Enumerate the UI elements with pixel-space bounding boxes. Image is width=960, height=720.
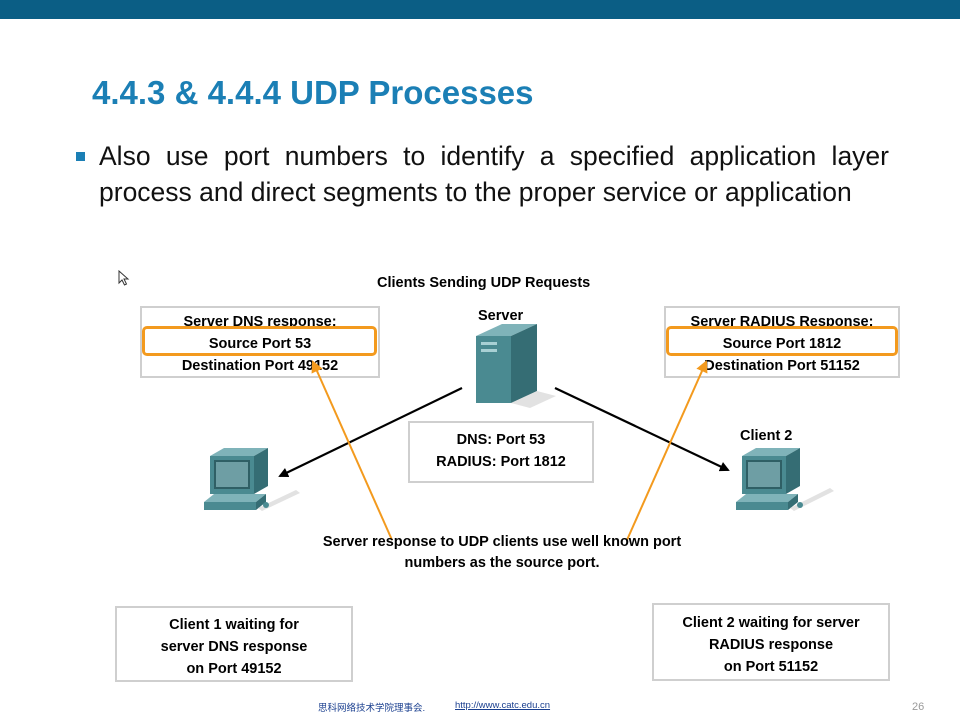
server-icon bbox=[476, 324, 556, 408]
footer-link[interactable]: http://www.catc.edu.cn bbox=[455, 700, 551, 711]
dns-destination-port: Destination Port 49152 bbox=[181, 358, 339, 374]
diagram-note: Server response to UDP clients use well … bbox=[276, 532, 728, 574]
client2-label: Client 2 bbox=[740, 428, 793, 444]
client2-wait-line2: RADIUS response bbox=[708, 637, 834, 653]
radius-destination-port: Destination Port 51152 bbox=[704, 358, 860, 374]
server-to-client1-arrow bbox=[278, 387, 463, 478]
dns-source-port: Source Port 53 bbox=[208, 336, 312, 352]
server-ports-box: DNS: Port 53 RADIUS: Port 1812 bbox=[408, 421, 594, 483]
slide-title: 4.4.3 & 4.4.4 UDP Processes bbox=[92, 74, 534, 111]
server-label: Server bbox=[478, 308, 524, 324]
radius-source-port-highlight bbox=[666, 326, 898, 356]
note-to-radius-arrow bbox=[626, 360, 708, 541]
page-number: 26 bbox=[912, 701, 925, 713]
dns-port-label: DNS: Port 53 bbox=[456, 432, 546, 448]
bullet-text: Also use port numbers to identify a spec… bbox=[99, 141, 889, 207]
client2-wait-line3: on Port 51152 bbox=[723, 659, 819, 675]
client1-wait-line2: server DNS response bbox=[160, 639, 308, 655]
server-to-client2-arrow bbox=[554, 387, 730, 472]
client2-wait-line1: Client 2 waiting for server bbox=[682, 615, 860, 631]
client1-wait-line3: on Port 49152 bbox=[186, 661, 282, 677]
radius-port-label: RADIUS: Port 1812 bbox=[436, 454, 566, 470]
client2-waiting-box: Client 2 waiting for server RADIUS respo… bbox=[652, 603, 890, 681]
footer-organization: 思科网络技术学院理事会. bbox=[318, 703, 426, 714]
computer-icon bbox=[736, 448, 834, 511]
mouse-cursor-icon bbox=[118, 270, 130, 286]
note-line-1: Server response to UDP clients use well … bbox=[322, 534, 682, 550]
dns-source-port-highlight bbox=[142, 326, 377, 356]
bullet-square-icon bbox=[76, 152, 85, 161]
note-line-2: numbers as the source port. bbox=[404, 555, 600, 571]
note-to-dns-arrow bbox=[311, 360, 393, 541]
top-bar bbox=[0, 0, 960, 19]
computer-icon bbox=[204, 448, 300, 511]
radius-source-port: Source Port 1812 bbox=[722, 336, 842, 352]
client1-wait-line1: Client 1 waiting for bbox=[169, 617, 299, 633]
diagram-title: Clients Sending UDP Requests bbox=[377, 275, 591, 291]
client1-waiting-box: Client 1 waiting for server DNS response… bbox=[115, 606, 353, 682]
